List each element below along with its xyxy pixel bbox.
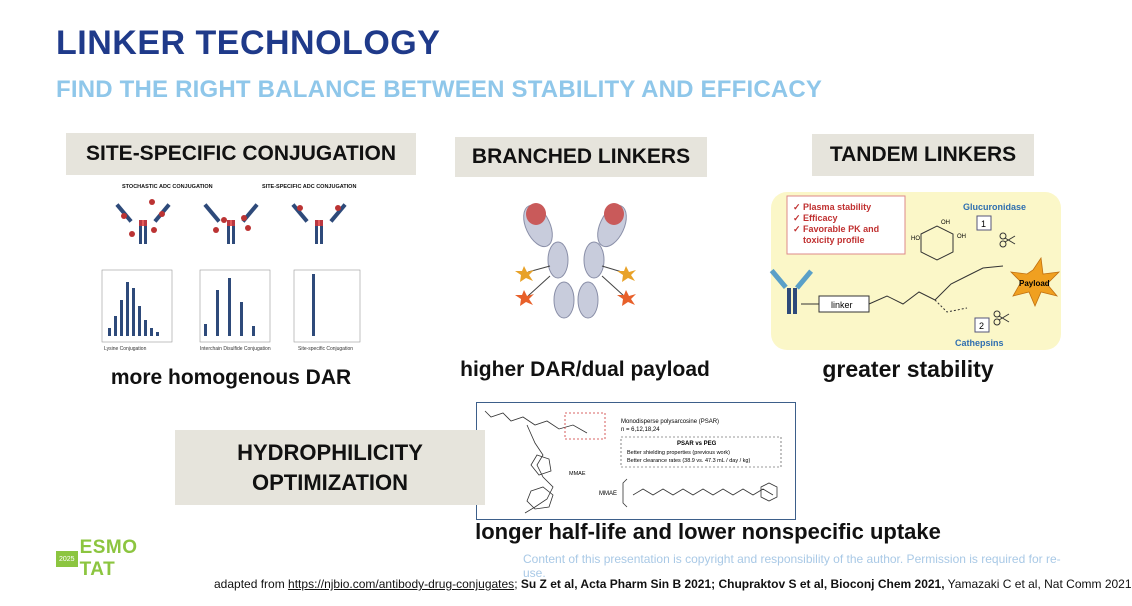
glucuronidase-label: Glucuronidase [963,202,1026,212]
svg-text:Lysine Conjugation: Lysine Conjugation [104,346,147,352]
refs-prefix: adapted from [214,577,289,591]
svg-text:2: 2 [979,321,984,331]
hydrophilicity-caption: longer half-life and lower nonspecific u… [475,519,941,544]
branched-caption: higher DAR/dual payload [460,358,710,381]
antibody-icon [291,203,347,244]
stochastic-label: STOCHASTIC ADC CONJUGATION [122,184,213,190]
hydrophilicity-label-line1: HYDROPHILICITY [237,439,423,465]
svg-text:OH: OH [957,234,966,240]
svg-text:✓ Plasma stability: ✓ Plasma stability [793,202,871,212]
svg-text:n = 6,12,18,24: n = 6,12,18,24 [621,427,660,433]
njbio-link[interactable]: https://njbio.com/antibody-drug-conjugat… [288,577,515,591]
svg-text:Interchain Disulfide Conjugati: Interchain Disulfide Conjugation [200,346,271,352]
antibody-icon [115,199,171,244]
logo-text: ESMO TAT [79,537,138,580]
payload-star-icon [617,266,636,282]
antibody-icon [769,268,814,314]
hydrophilicity-label: HYDROPHILICITY OPTIMIZATION [175,430,485,505]
tandem-caption: greater stability [822,356,994,382]
tandem-label: TANDEM LINKERS [812,134,1034,176]
logo-year: 2025 [56,551,78,567]
svg-text:HO: HO [911,236,920,242]
slide-subtitle: FIND THE RIGHT BALANCE BETWEEN STABILITY… [56,76,823,103]
hydrophilicity-label-line2: OPTIMIZATION [251,469,409,495]
site-specific-adc-label: SITE-SPECIFIC ADC CONJUGATION [262,184,356,190]
site-specific-label: SITE-SPECIFIC CONJUGATION [66,133,416,175]
site-specific-caption: more homogenous DAR [110,366,352,389]
branched-antibody-figure [514,196,638,330]
svg-text:MMAE: MMAE [599,491,617,497]
payload-star-icon [515,266,534,282]
svg-text:✓ Favorable PK and: ✓ Favorable PK and [793,224,879,234]
svg-text:✓ Efficacy: ✓ Efficacy [793,213,838,223]
histogram-lysine: Lysine Conjugation [101,269,173,352]
slide-title: LINKER TECHNOLOGY [56,24,441,62]
references: adapted from https://njbio.com/antibody-… [214,577,1132,591]
payload-label: Payload [1019,279,1050,288]
svg-text:Monodisperse polysarcosine (PS: Monodisperse polysarcosine (PSAR) [621,419,719,425]
payload-star-icon [515,290,534,306]
refs-separator: ; [514,577,518,591]
svg-text:1: 1 [981,219,986,229]
histogram-site-specific: Site-specific Conjugation [293,269,361,352]
svg-text:toxicity profile: toxicity profile [803,235,865,245]
antibody-icon [203,203,259,244]
site-specific-figure: STOCHASTIC ADC CONJUGATION SITE-SPECIFIC… [98,178,361,356]
tandem-linker-figure: ✓ Plasma stability ✓ Efficacy ✓ Favorabl… [769,192,1061,350]
esmo-tat-logo: 2025 ESMO TAT [56,537,178,580]
copyright-notice: Content of this presentation is copyrigh… [523,552,1061,580]
linker-label: linker [831,300,853,310]
psar-figure: Monodisperse polysarcosine (PSAR) n = 6,… [476,402,796,520]
scissors-icon [993,310,1010,326]
histogram-interchain: Interchain Disulfide Conjugation [199,269,271,352]
svg-text:Site-specific Conjugation: Site-specific Conjugation [298,346,353,352]
scissors-icon [999,232,1016,248]
svg-text:PSAR vs PEG: PSAR vs PEG [677,441,717,447]
cathepsins-label: Cathepsins [955,338,1004,348]
svg-text:MMAE: MMAE [569,471,586,477]
svg-text:Better shielding properties (: Better shielding properties (previous wo… [627,450,730,456]
refs-bold: Su Z et al, Acta Pharm Sin B 2021; Chupr… [517,577,945,591]
payload-star-icon [1009,256,1061,308]
svg-text:Better clearance rates (38.9 v: Better clearance rates (38.9 vs. 47.3 mL… [627,458,750,464]
refs-tail: Yamazaki C et al, Nat Comm 2021 [944,577,1132,591]
branched-label: BRANCHED LINKERS [455,137,707,177]
payload-star-icon [617,290,636,306]
svg-text:OH: OH [941,220,950,226]
